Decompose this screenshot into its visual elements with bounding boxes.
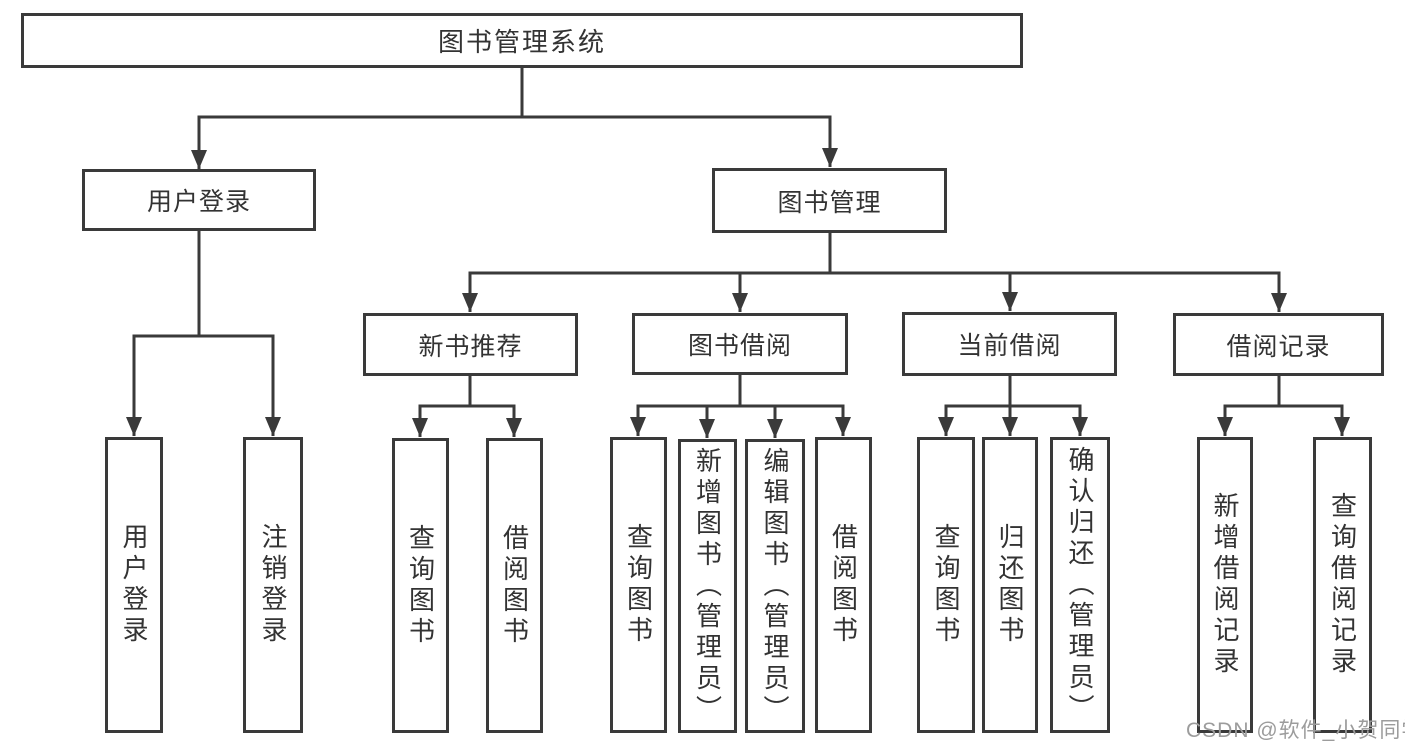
leaf-user-login: 用户登录: [105, 437, 163, 733]
node-book-mgmt: 图书管理: [712, 168, 947, 233]
leaf-newbook-borrow-label: 借阅图书: [499, 523, 530, 648]
leaf-current-confirm: 确认归还（管理员）: [1050, 437, 1110, 733]
leaf-borrow-edit: 编辑图书（管理员）: [745, 439, 805, 733]
node-new-book-label: 新书推荐: [418, 332, 523, 361]
watermark: CSDN @软件_小贺同学: [1186, 719, 1405, 742]
node-root-label: 图书管理系统: [437, 27, 606, 57]
node-book-borrow: 图书借阅: [632, 313, 848, 375]
node-current-borrow-label: 当前借阅: [957, 332, 1062, 360]
leaf-borrow-add-label: 新增图书（管理员）: [692, 446, 723, 726]
leaf-borrow-edit-label: 编辑图书（管理员）: [760, 446, 790, 726]
leaf-record-add-label: 新增借阅记录: [1210, 492, 1240, 678]
branch-book-mgmt: [468, 233, 1281, 275]
node-current-borrow: 当前借阅: [902, 312, 1117, 376]
branch-user-login: [132, 231, 275, 338]
leaf-logout: 注销登录: [243, 437, 303, 733]
leaf-borrow-query-label: 查询图书: [623, 523, 654, 647]
node-book-borrow-label: 图书借阅: [687, 332, 792, 360]
leaf-borrow-borrow: 借阅图书: [815, 437, 872, 733]
node-new-book: 新书推荐: [363, 313, 578, 376]
leaf-logout-label: 注销登录: [258, 523, 288, 647]
branch-book-borrow: [636, 375, 845, 408]
leaf-user-login-label: 用户登录: [119, 523, 149, 647]
leaf-borrow-query: 查询图书: [610, 437, 667, 733]
node-book-mgmt-label: 图书管理: [777, 188, 882, 217]
node-user-login: 用户登录: [82, 169, 316, 231]
leaf-current-query-label: 查询图书: [931, 523, 961, 647]
leaf-borrow-add: 新增图书（管理员）: [678, 439, 737, 733]
leaf-current-return: 归还图书: [982, 437, 1038, 733]
leaf-current-query: 查询图书: [917, 437, 975, 733]
leaf-current-return-label: 归还图书: [995, 523, 1025, 647]
node-borrow-record-label: 借阅记录: [1226, 332, 1331, 361]
node-root: 图书管理系统: [21, 13, 1023, 68]
branch-borrow-record: [1223, 376, 1344, 408]
leaf-record-query: 查询借阅记录: [1313, 437, 1372, 733]
leaf-newbook-query: 查询图书: [392, 438, 449, 733]
leaf-newbook-borrow: 借阅图书: [486, 438, 543, 733]
node-user-login-label: 用户登录: [146, 188, 251, 216]
leaf-borrow-borrow-label: 借阅图书: [828, 523, 859, 647]
branch-root: [197, 68, 832, 119]
node-borrow-record: 借阅记录: [1173, 313, 1384, 376]
leaf-record-query-label: 查询借阅记录: [1327, 492, 1358, 678]
branch-new-book: [418, 376, 516, 408]
branch-current-borrow: [944, 376, 1082, 408]
leaf-newbook-query-label: 查询图书: [405, 523, 436, 648]
leaf-record-add: 新增借阅记录: [1197, 437, 1253, 733]
leaf-current-confirm-label: 确认归还（管理员）: [1065, 445, 1095, 725]
